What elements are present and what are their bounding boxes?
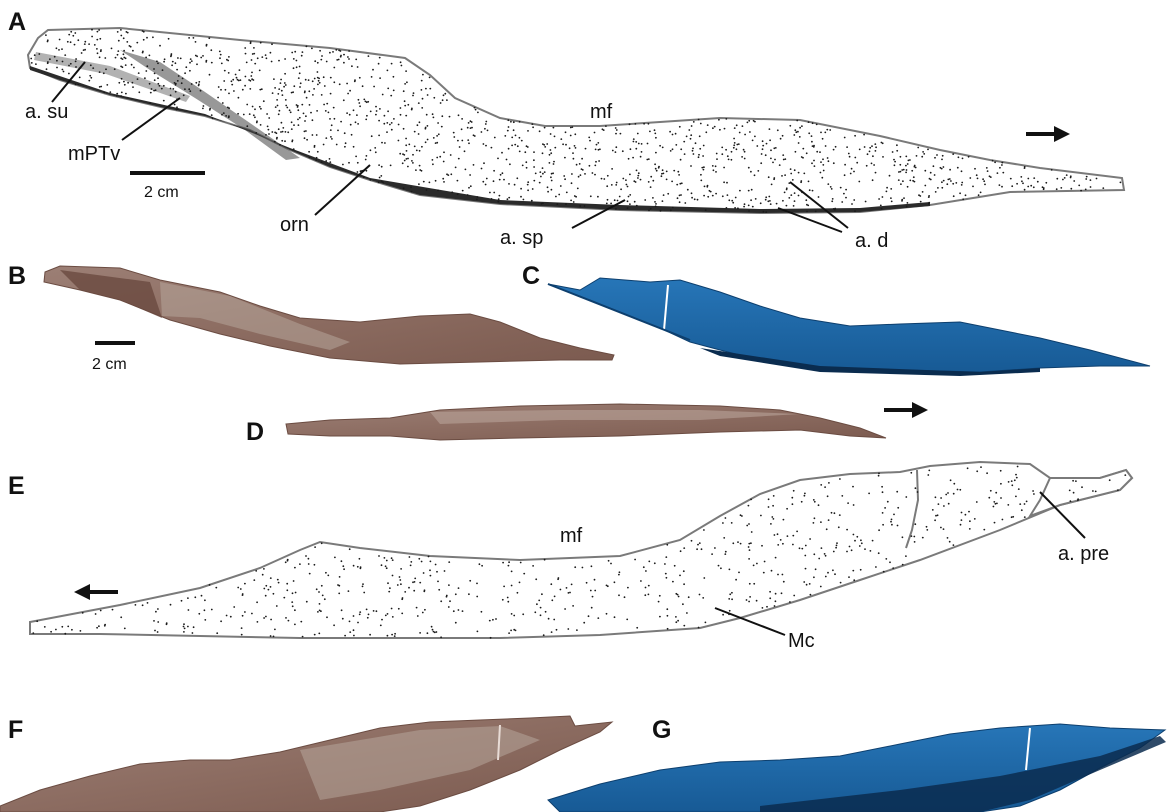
panel-c: C (522, 262, 1150, 376)
label-mf-e: mf (560, 525, 583, 547)
panel-e: E mf a. pre Mc (8, 462, 1132, 652)
arrow-right-icon (884, 402, 928, 418)
panel-d-bone-photo (286, 404, 886, 440)
label-a-su: a. su (25, 101, 68, 123)
label-a-sp: a. sp (500, 227, 543, 249)
panel-c-bone-scan (548, 278, 1150, 372)
panel-a-letter: A (8, 8, 26, 36)
panel-a: A a. su mPTv mf orn a. sp a. d 2 cm (8, 8, 1124, 252)
panel-a-bone-outline (28, 28, 1124, 213)
label-orn: orn (280, 214, 309, 236)
scale-bar-a-label: 2 cm (144, 184, 179, 201)
label-mf-a: mf (590, 101, 613, 123)
arrow-right-icon (1026, 126, 1070, 142)
label-mc: Mc (788, 630, 815, 652)
panel-g-letter: G (652, 716, 671, 744)
panel-e-bone-outline (30, 462, 1132, 638)
leader-orn (315, 165, 370, 215)
arrow-left-icon (74, 584, 118, 600)
label-mptv: mPTv (68, 143, 120, 165)
panel-f: F (0, 716, 612, 812)
panel-d: D (246, 402, 928, 446)
panel-e-letter: E (8, 472, 25, 500)
label-a-pre: a. pre (1058, 543, 1109, 565)
panel-c-letter: C (522, 262, 540, 290)
scale-bar-b-label: 2 cm (92, 356, 127, 373)
panel-b-letter: B (8, 262, 26, 290)
panel-f-letter: F (8, 716, 23, 744)
panel-g: G (548, 716, 1166, 812)
panel-d-letter: D (246, 418, 264, 446)
label-a-d: a. d (855, 230, 888, 252)
